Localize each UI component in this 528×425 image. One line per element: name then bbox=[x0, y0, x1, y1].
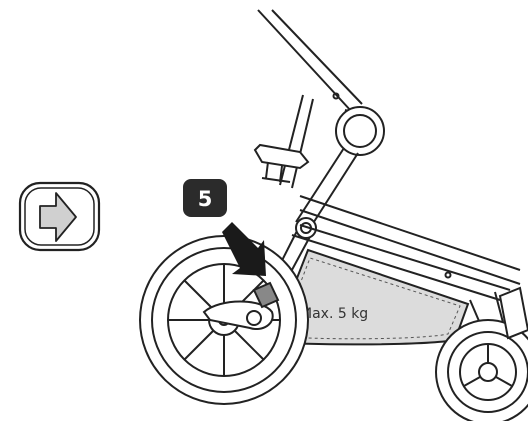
step-number: 5 bbox=[198, 187, 213, 211]
basket-weight-label: Max. 5 kg bbox=[300, 306, 368, 322]
step-badge: 5 bbox=[183, 179, 227, 217]
stroller-frame bbox=[253, 9, 521, 336]
arrow-right-icon bbox=[39, 192, 77, 242]
brake-pedal[interactable] bbox=[202, 281, 280, 330]
arrow-down-left-icon bbox=[222, 222, 266, 276]
next-step-button[interactable] bbox=[18, 181, 101, 252]
